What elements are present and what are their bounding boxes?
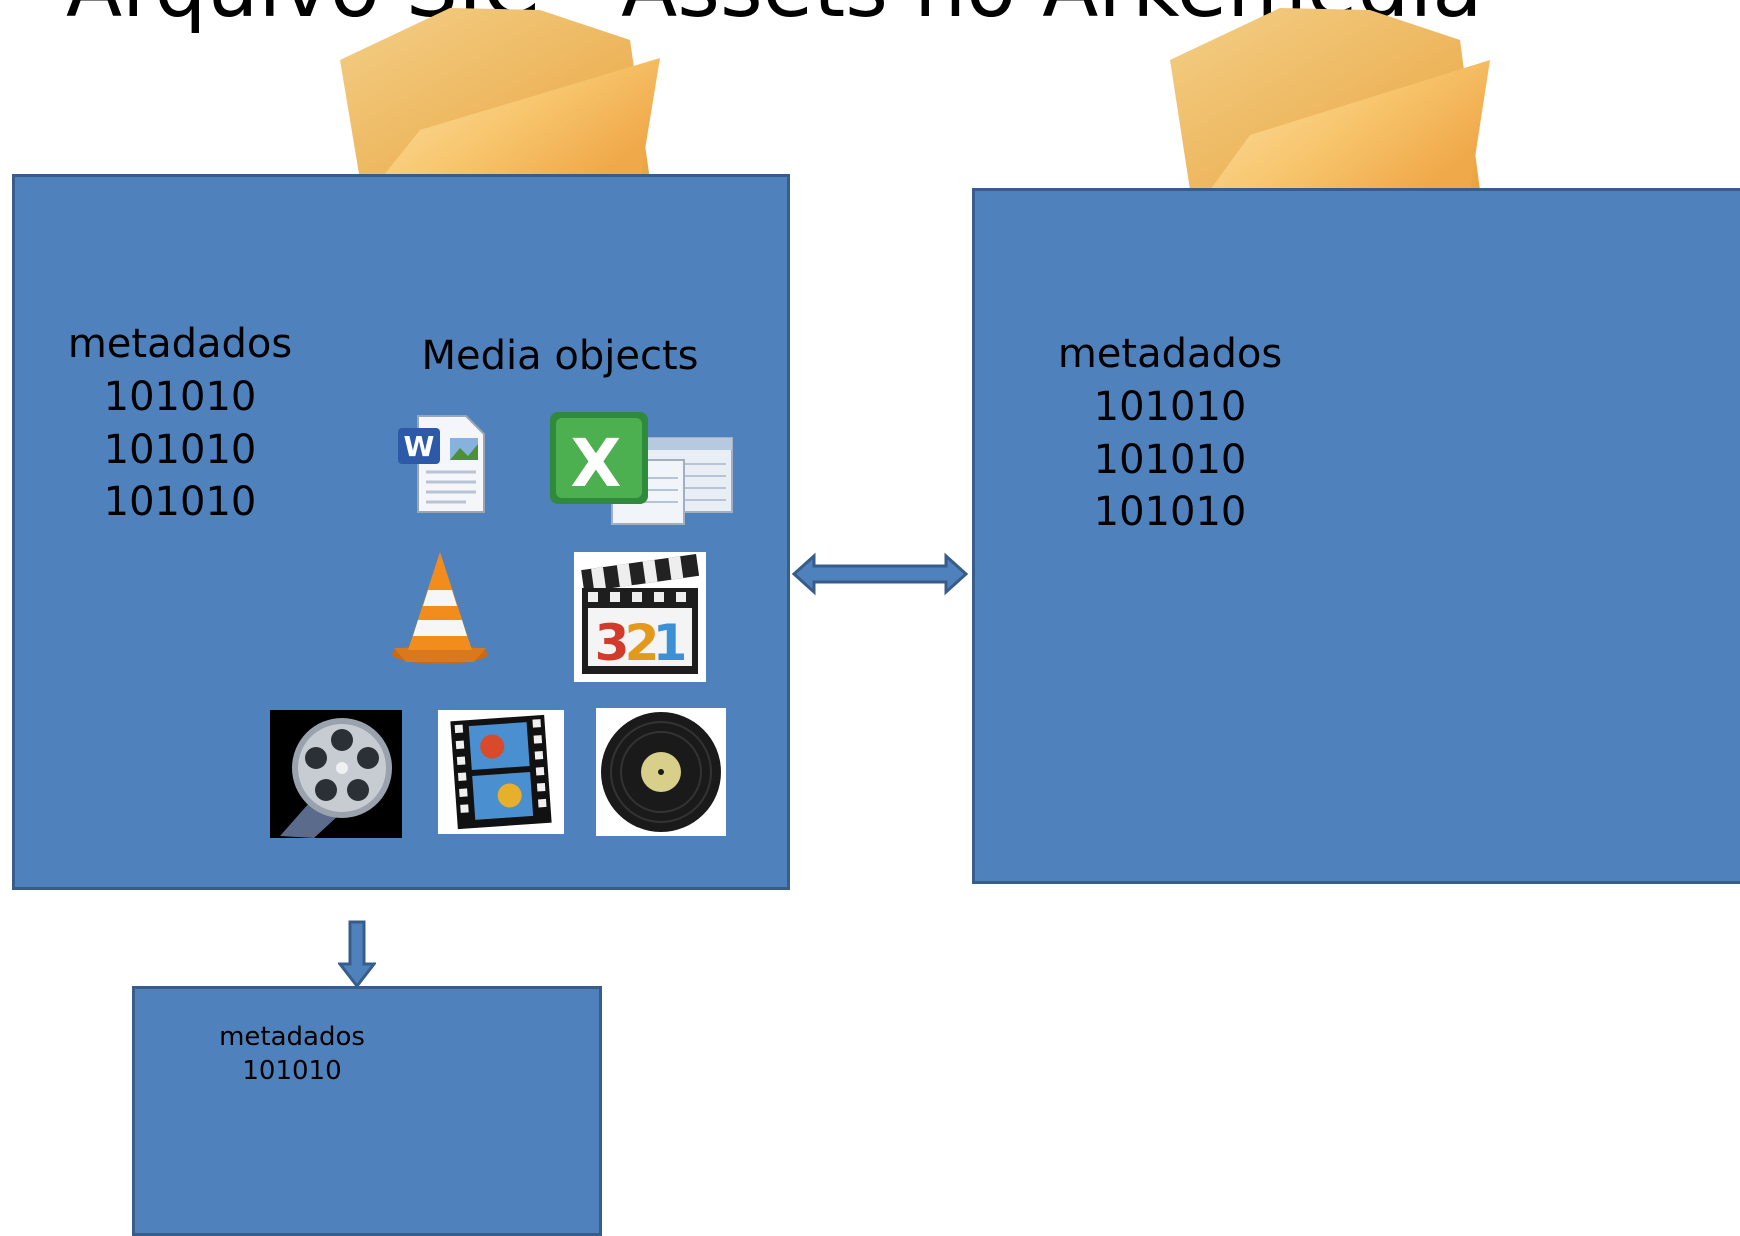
metadata-heading: metadados [67,321,293,367]
svg-text:1: 1 [653,614,688,672]
folder-icon [340,8,660,180]
metadata-heading: metadados [219,1022,365,1052]
metadata-value: 101010 [1093,489,1247,536]
svg-text:3: 3 [595,614,630,672]
metadata-value: 101010 [1093,383,1247,430]
export-box [132,986,602,1236]
svg-text:W: W [404,430,435,463]
down-arrow-icon [338,920,376,988]
film-reel-icon [270,710,402,838]
folder-icon [1170,8,1490,190]
metadata-value: 101010 [1093,436,1247,483]
metadata-value: 101010 [103,373,257,420]
source-metadata-block: metadados 101010 101010 101010 [60,318,300,529]
media-player-classic-321-icon: 3 2 1 [574,552,706,682]
excel-spreadsheet-icon: X [550,412,733,525]
metadata-heading: metadados [1057,331,1283,377]
double-arrow-icon [791,552,969,596]
media-objects-heading: Media objects [421,333,699,379]
svg-text:2: 2 [625,614,660,672]
metadata-value: 101010 [103,479,257,526]
target-metadata-block: metadados 101010 101010 101010 [1050,328,1290,539]
target-box [972,188,1740,884]
vinyl-record-icon [596,708,726,836]
metadata-value: 101010 [242,1056,342,1087]
metadata-value: 101010 [103,426,257,473]
film-strip-icon [438,710,564,834]
svg-text:X: X [571,425,622,502]
vlc-cone-icon [392,552,488,664]
export-metadata-block: metadados 101010 [200,1020,384,1089]
word-document-icon: W [398,415,485,513]
